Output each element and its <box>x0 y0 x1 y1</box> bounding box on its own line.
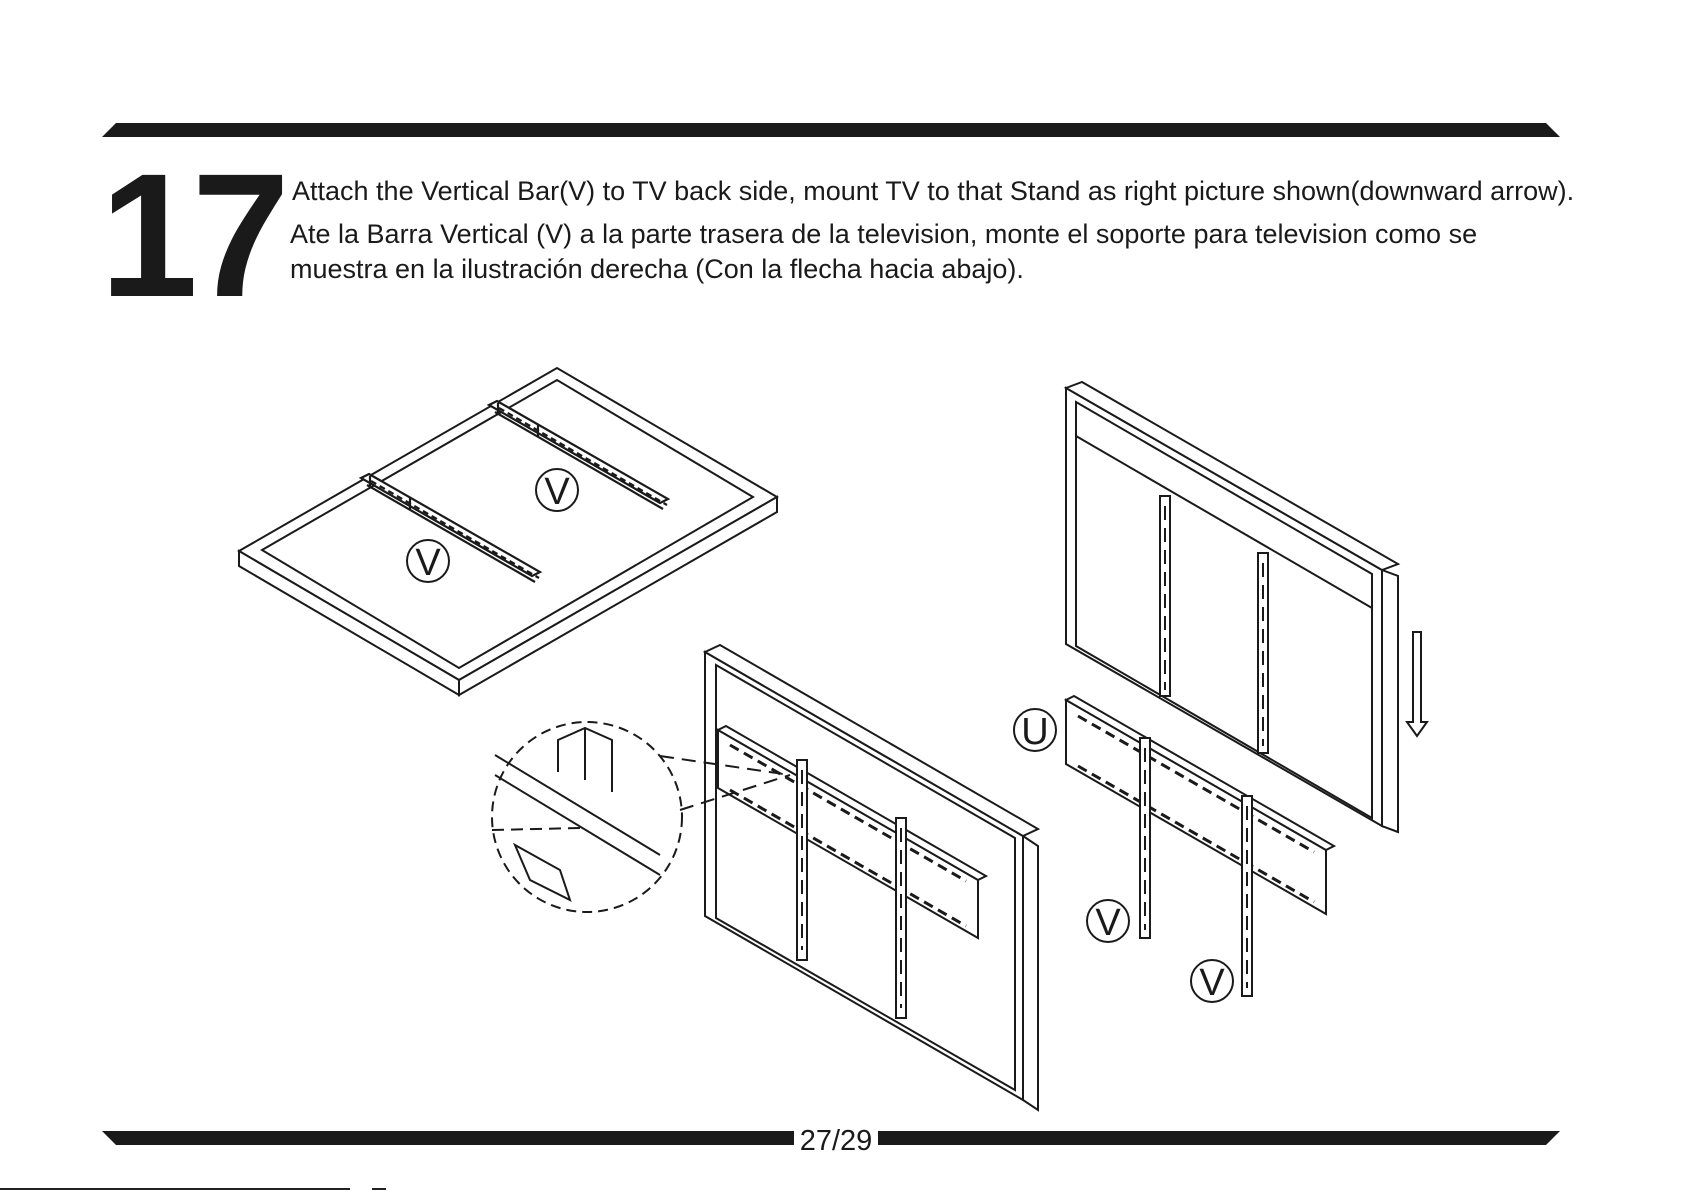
zoom-detail-circle <box>492 722 682 912</box>
downward-arrow-icon <box>1407 632 1427 736</box>
label-v-4: V <box>1199 962 1225 1004</box>
page-number: 27/29 <box>794 1124 878 1158</box>
label-v-2: V <box>544 471 570 513</box>
tv-upright-with-bracket <box>492 645 1038 1110</box>
label-u: U <box>1021 711 1048 753</box>
label-v-3: V <box>1095 902 1121 944</box>
label-v-1: V <box>415 542 441 584</box>
footer-dash <box>372 1188 386 1190</box>
footer-rule <box>0 1188 350 1190</box>
